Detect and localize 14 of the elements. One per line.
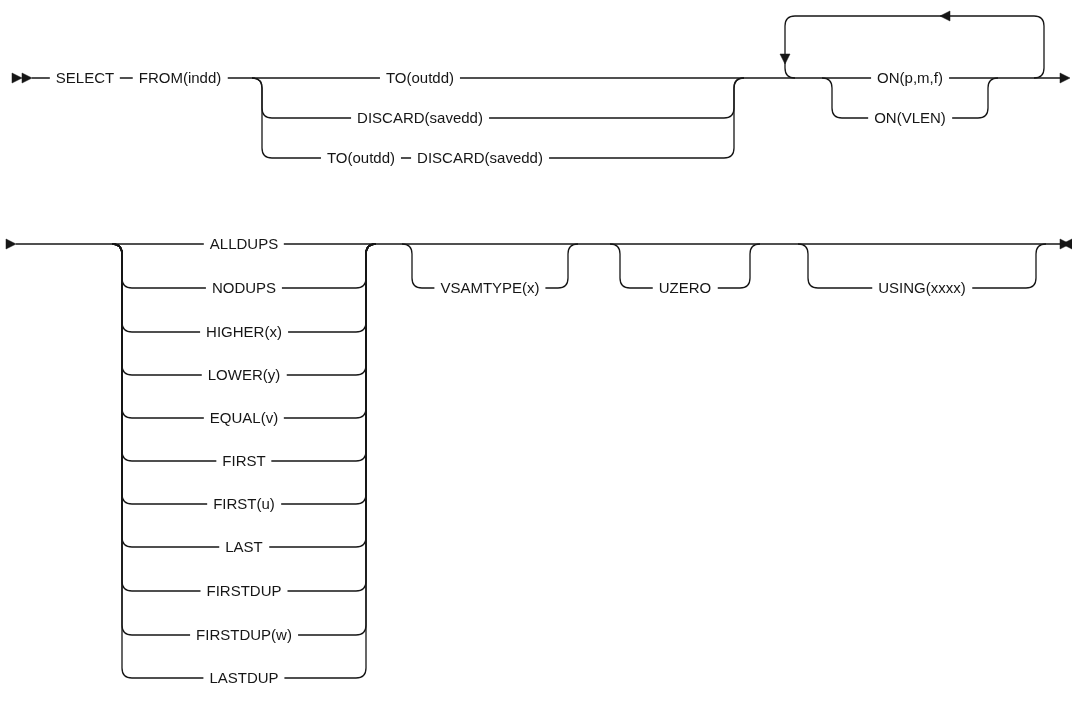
syntax-keyword: FIRSTDUP(w) (190, 626, 298, 644)
syntax-keyword: TO(outdd) (320, 149, 402, 167)
syntax-keyword: ON(VLEN) (868, 109, 952, 127)
syntax-keyword: LOWER(y) (201, 366, 287, 384)
syntax-keyword: DISCARD(savedd) (411, 149, 549, 167)
syntax-keyword: DISCARD(savedd) (351, 109, 489, 127)
syntax-keyword: EQUAL(v) (203, 409, 285, 427)
syntax-keyword: HIGHER(x) (200, 323, 288, 341)
syntax-keyword: VSAMTYPE(x) (434, 279, 546, 297)
syntax-keyword: TO(outdd) (379, 69, 461, 87)
syntax-keyword: FROM(indd) (132, 69, 228, 87)
syntax-keyword: FIRST(u) (207, 495, 281, 513)
syntax-keyword: USING(xxxx) (872, 279, 972, 297)
syntax-keyword: ON(p,m,f) (871, 69, 949, 87)
